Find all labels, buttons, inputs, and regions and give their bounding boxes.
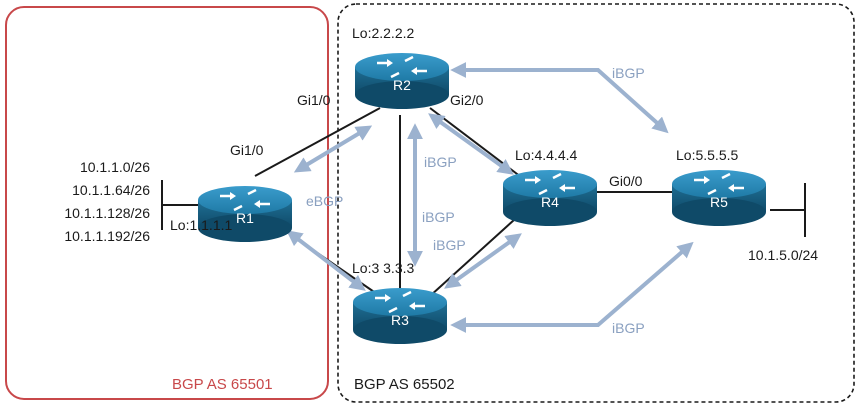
router-arrows-icon xyxy=(377,55,427,79)
as-65502-boundary xyxy=(337,3,855,403)
router-r1-name: R1 xyxy=(236,210,254,226)
session-r2-r4 xyxy=(428,113,514,175)
session-label-r2-r5: iBGP xyxy=(612,65,645,81)
router-r4[interactable]: R4 xyxy=(503,170,597,226)
router-r5-name: R5 xyxy=(710,194,728,210)
router-r3-name: R3 xyxy=(391,312,409,328)
as-65501-label: BGP AS 65501 xyxy=(172,376,273,393)
session-label-r3-r4: iBGP xyxy=(433,237,466,253)
router-r1[interactable]: R1 xyxy=(198,186,292,242)
bgp-sessions xyxy=(286,62,694,333)
session-r2-r5 xyxy=(450,62,669,134)
loopback-r4: Lo:4.4.4.4 xyxy=(515,147,577,163)
session-r1-r2 xyxy=(293,125,373,173)
loopback-r3: Lo:3 3.3.3 xyxy=(352,260,414,276)
as-65501-boundary xyxy=(5,6,329,400)
prefix-r1-3: 10.1.1.128/26 xyxy=(64,205,150,221)
session-r3-r5 xyxy=(450,241,694,333)
interface-r4-gi00: Gi0/0 xyxy=(609,173,643,189)
session-label-r3-r5: iBGP xyxy=(612,320,645,336)
prefix-r5: 10.1.5.0/24 xyxy=(748,247,818,263)
router-r4-name: R4 xyxy=(541,194,559,210)
router-r5[interactable]: R5 xyxy=(672,170,766,226)
as-65502-label: BGP AS 65502 xyxy=(354,376,455,393)
interface-r1-gi10: Gi1/0 xyxy=(230,142,264,158)
router-r3[interactable]: R3 xyxy=(353,288,447,344)
session-label-r2-r3: iBGP xyxy=(422,209,455,225)
router-arrows-icon xyxy=(220,188,270,212)
prefix-r1-2: 10.1.1.64/26 xyxy=(72,182,150,198)
interface-r2-gi20: Gi2/0 xyxy=(450,92,484,108)
session-r1-r3 xyxy=(286,230,366,291)
session-label-r1-r2: eBGP xyxy=(306,193,343,209)
router-arrows-icon xyxy=(694,172,744,196)
router-arrows-icon xyxy=(375,290,425,314)
router-r2-name: R2 xyxy=(393,77,411,93)
router-r2[interactable]: R2 xyxy=(355,53,449,109)
prefix-r1-1: 10.1.1.0/26 xyxy=(80,159,150,175)
loopback-r1: Lo:1.1.1.1 xyxy=(170,217,232,233)
loopback-r2: Lo:2.2.2.2 xyxy=(352,25,414,41)
session-label-r2-r4: iBGP xyxy=(424,154,457,170)
interface-r2-gi10: Gi1/0 xyxy=(297,92,331,108)
loopback-r5: Lo:5.5.5.5 xyxy=(676,147,738,163)
router-arrows-icon xyxy=(525,172,575,196)
link-r1-r2 xyxy=(254,107,381,177)
prefix-r1-4: 10.1.1.192/26 xyxy=(64,228,150,244)
